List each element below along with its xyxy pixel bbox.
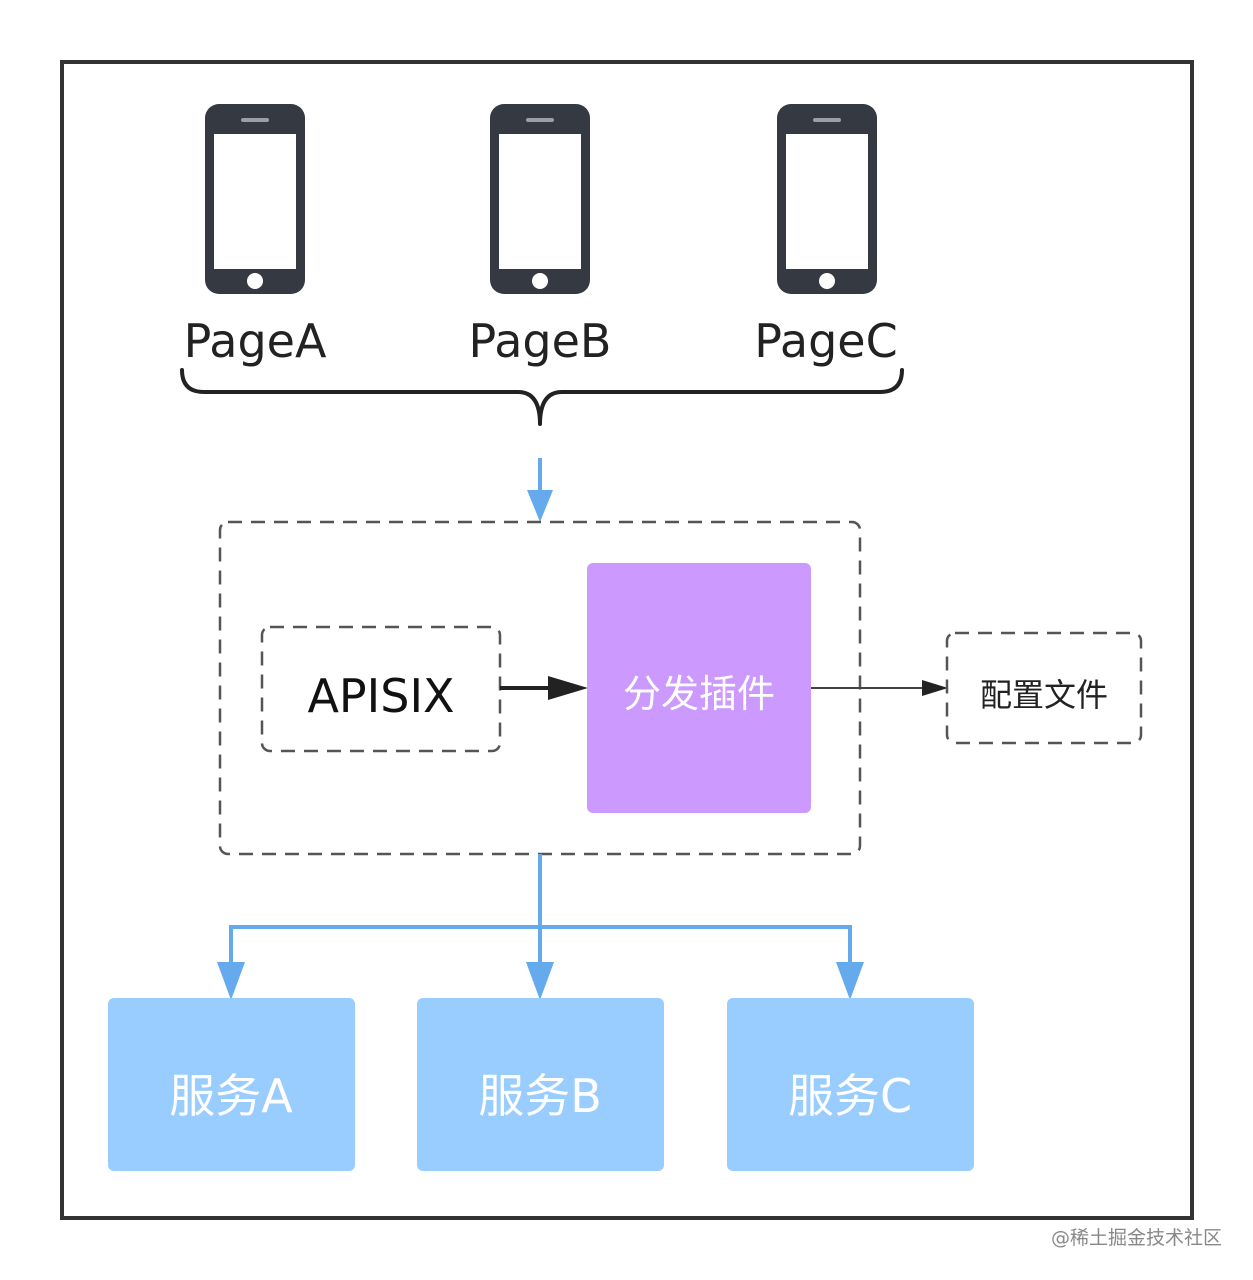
- service-c-box: [727, 998, 974, 1171]
- service-b-box: [417, 998, 664, 1171]
- service-a-box: [108, 998, 355, 1171]
- plugin-label: 分发插件: [623, 672, 775, 716]
- config-file-box: [945, 631, 1143, 745]
- arrow-to-service-c: [836, 962, 864, 1000]
- page-a-label: PageA: [184, 314, 327, 368]
- pages-to-gateway-arrow-head: [527, 490, 553, 522]
- plugin-box: [587, 563, 811, 813]
- service-b-label: 服务B: [478, 1069, 602, 1123]
- arrow-to-service-b: [526, 962, 554, 1000]
- arrow-to-service-a: [217, 962, 245, 1000]
- outer-frame: [60, 60, 1194, 1220]
- watermark: @稀土掘金技术社区: [1051, 1227, 1222, 1249]
- config-file-label: 配置文件: [980, 676, 1108, 714]
- apisix-to-plugin-arrow-head: [548, 676, 588, 700]
- page-c-label: PageC: [754, 314, 897, 368]
- service-c-label: 服务C: [788, 1069, 912, 1123]
- apisix-label: APISIX: [307, 669, 454, 723]
- plugin-to-config-arrow-head: [922, 680, 948, 696]
- page-b-label: PageB: [469, 314, 612, 368]
- phone-icon-page-c: [777, 104, 877, 294]
- phone-icon-page-a: [205, 104, 305, 294]
- service-a-label: 服务A: [169, 1069, 293, 1123]
- phone-icon-page-b: [490, 104, 590, 294]
- pages-brace: [180, 368, 904, 426]
- service-branch-line: [229, 925, 852, 970]
